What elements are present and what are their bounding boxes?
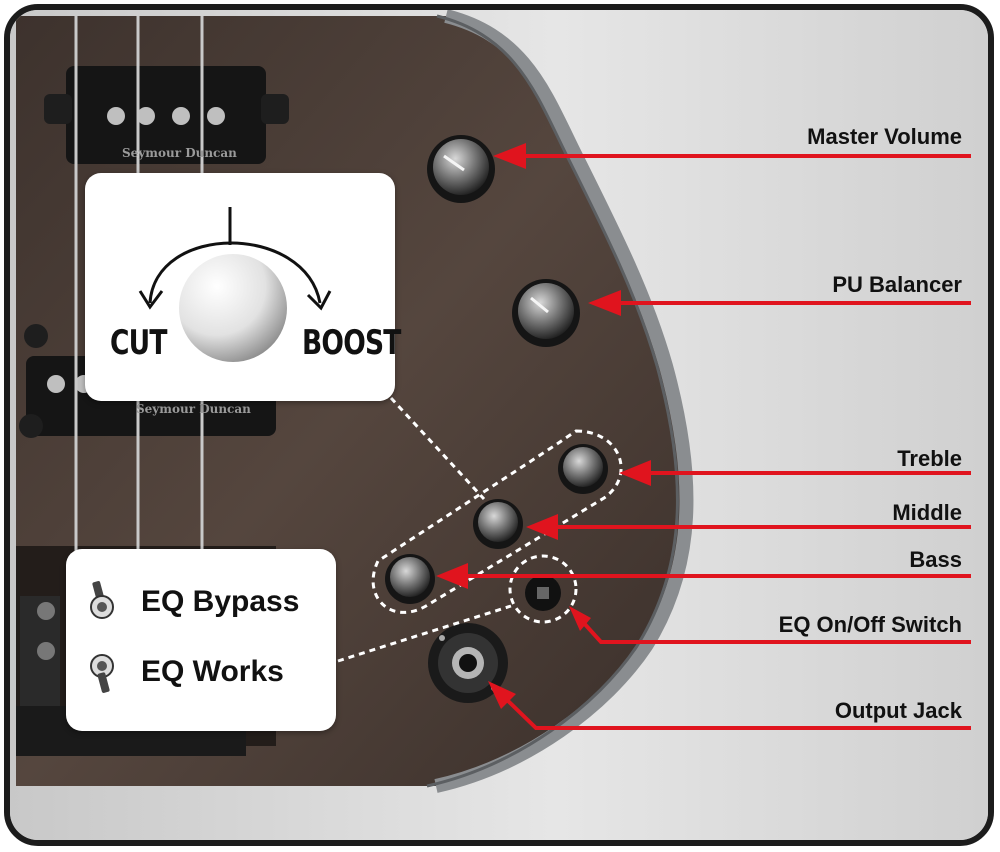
eq-legend-box: EQ Bypass EQ Works	[66, 549, 336, 731]
neck-pickup-brand: Seymour Duncan	[122, 146, 237, 160]
toggle-down-icon	[90, 654, 114, 693]
output-jack	[428, 623, 508, 703]
eq-switch	[525, 575, 561, 611]
frame: Seymour Duncan Seymour Duncan CUT B	[4, 4, 994, 846]
master-volume-knob	[427, 135, 495, 203]
boost-label: BOOST	[302, 323, 401, 363]
knob-legend-box: CUT BOOST	[85, 173, 401, 401]
middle-knob	[473, 499, 523, 549]
output-jack-label: Output Jack	[834, 698, 962, 723]
toggle-up-icon	[90, 581, 114, 619]
eq-works-label: EQ Works	[141, 655, 284, 688]
callout-arrows	[436, 143, 971, 730]
eq-switch-label: EQ On/Off Switch	[778, 612, 962, 637]
pu-balancer-knob	[512, 279, 580, 347]
bridge-pickup-brand: Seymour Duncan	[136, 402, 251, 416]
cut-label: CUT	[110, 323, 168, 363]
middle-label: Middle	[892, 500, 962, 525]
treble-knob	[558, 444, 608, 494]
treble-label: Treble	[897, 446, 962, 471]
bass-knob	[385, 554, 435, 604]
pu-balancer-label: PU Balancer	[832, 272, 962, 297]
knob-rotation-icon	[138, 207, 332, 362]
master-volume-label: Master Volume	[807, 124, 962, 149]
eq-bypass-label: EQ Bypass	[141, 585, 300, 618]
bass-label: Bass	[909, 547, 962, 572]
